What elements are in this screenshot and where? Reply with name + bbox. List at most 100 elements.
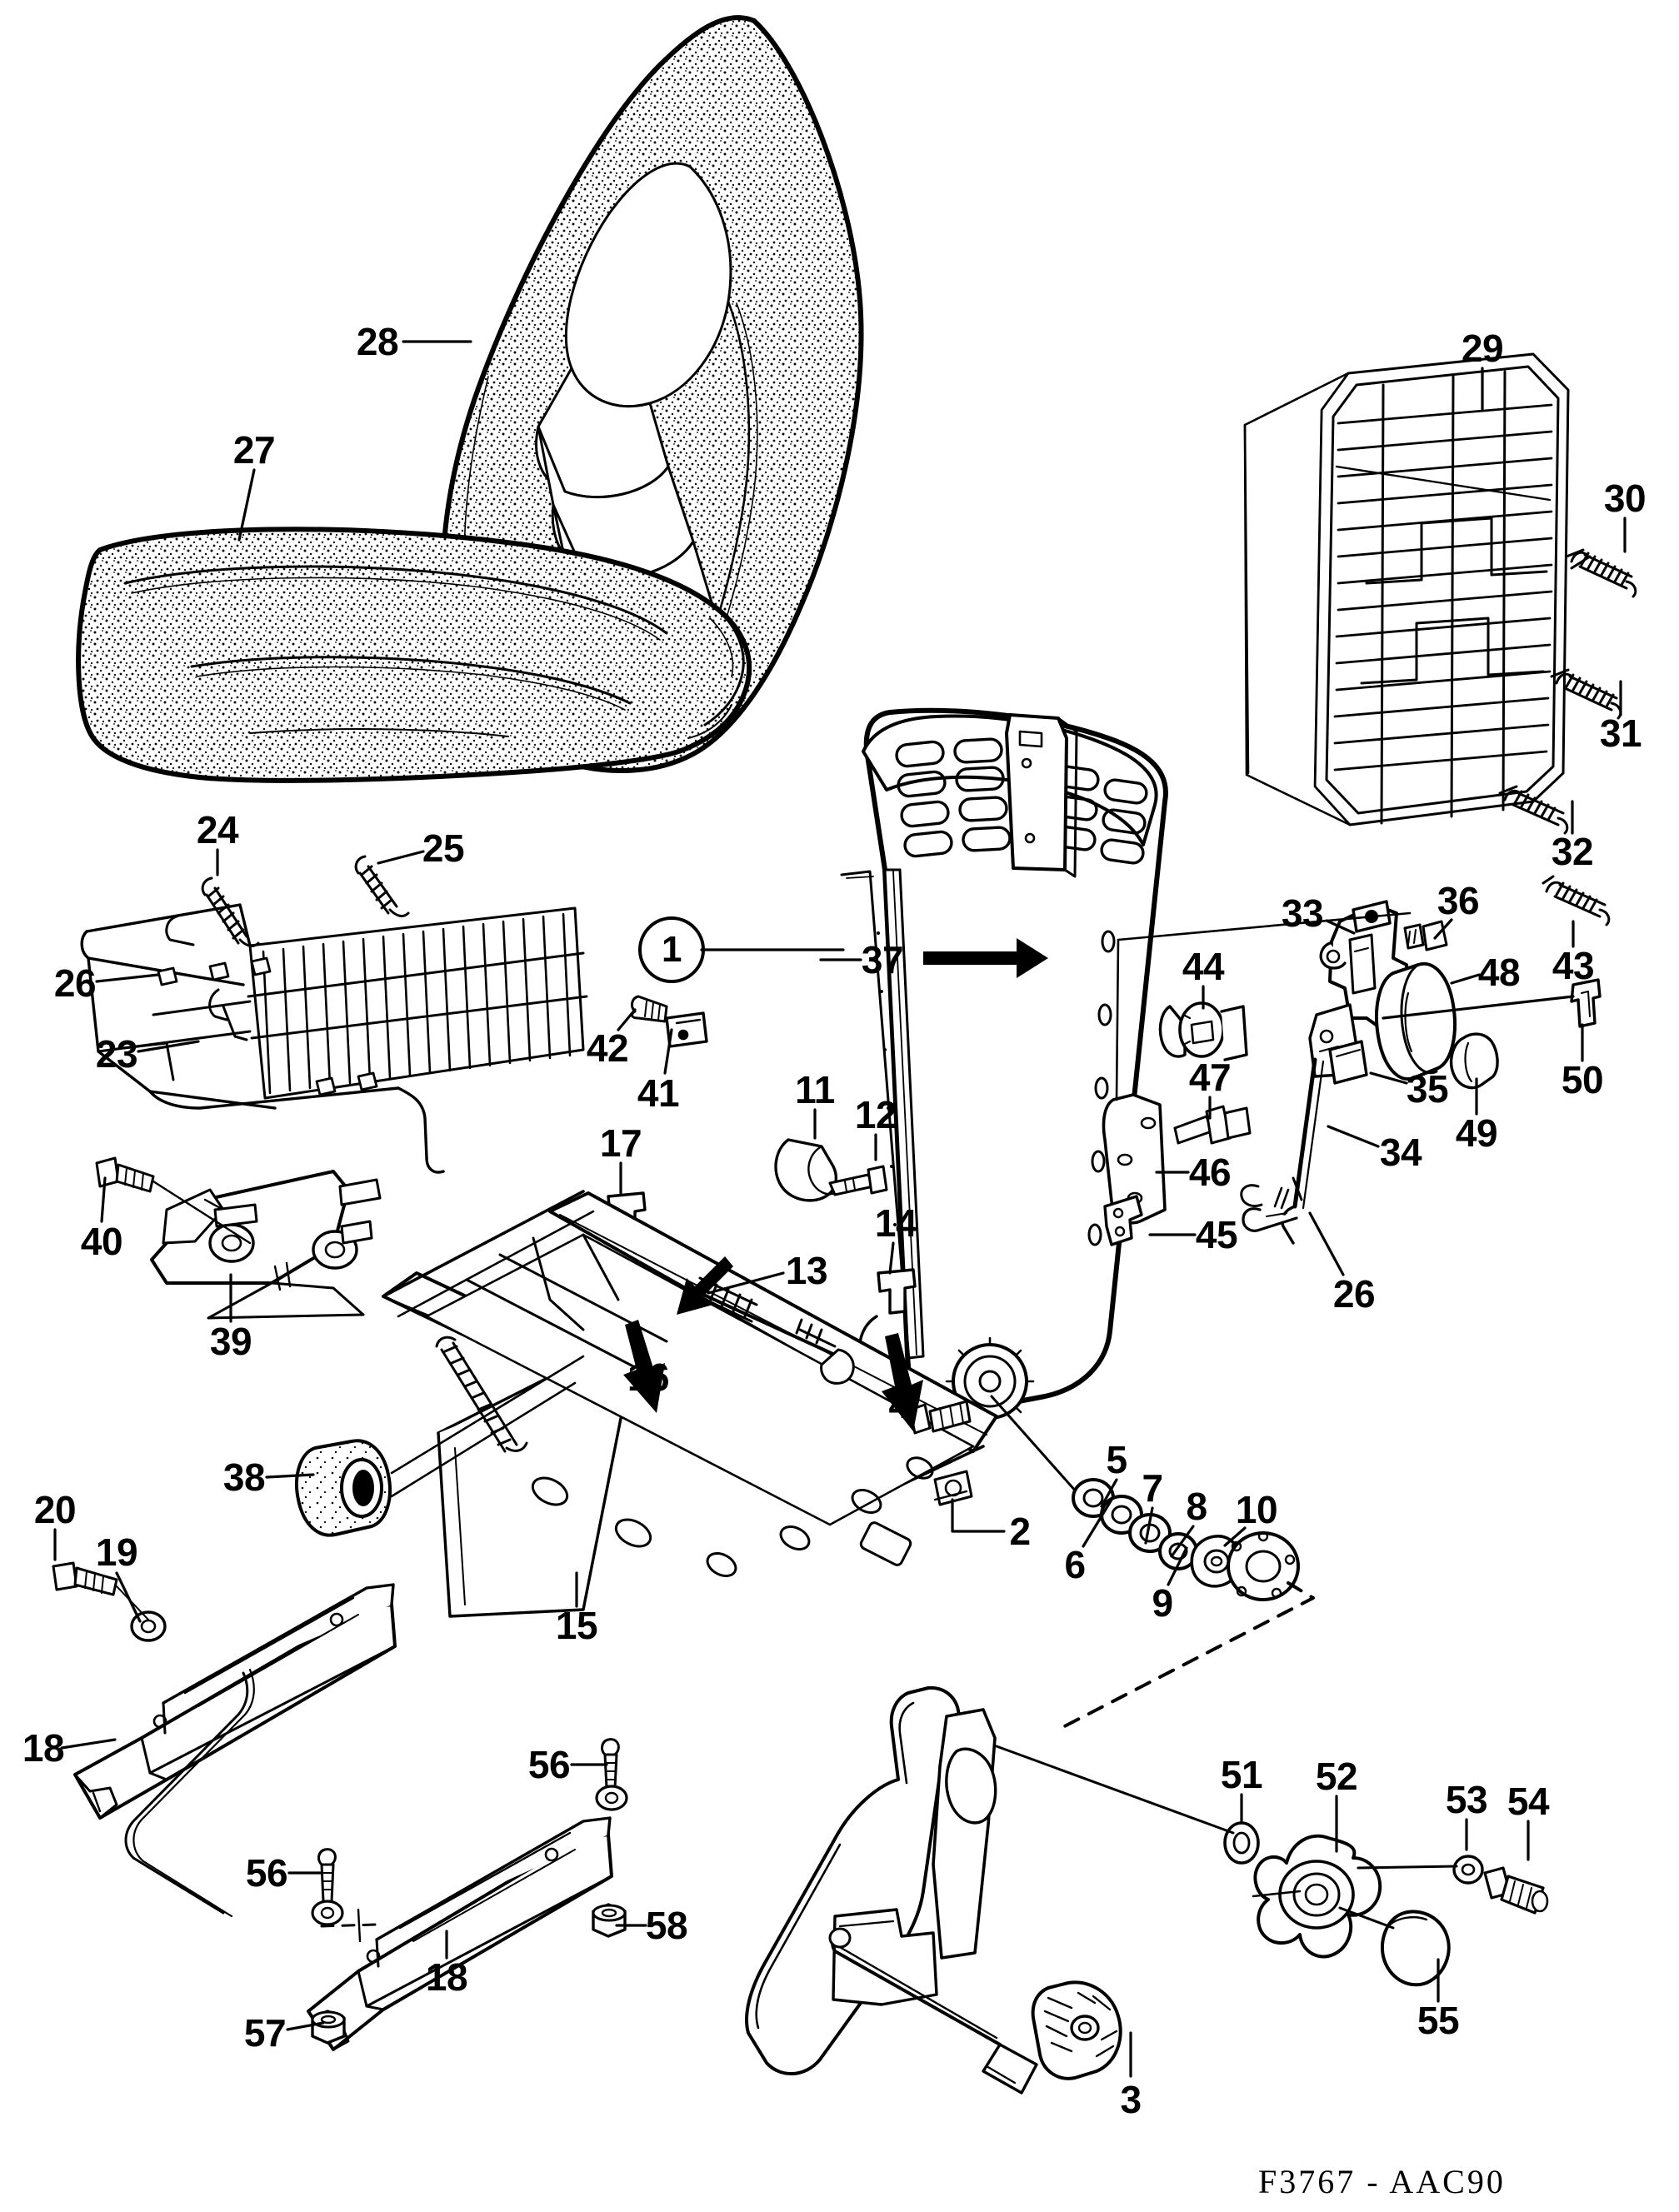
callout-12: 12 [854, 1093, 897, 1136]
callout-3: 3 [1120, 2078, 1142, 2121]
leader-6 [1082, 1498, 1113, 1548]
part-38-bush [295, 1439, 392, 1537]
callout-18: 18 [425, 1955, 468, 1999]
part-56-screw-lower [311, 1848, 344, 1926]
callout-18: 18 [22, 1726, 65, 1770]
part-32-tension-spring [1498, 785, 1569, 835]
callout-38: 38 [222, 1456, 266, 1499]
part-50-clip [1570, 978, 1602, 1028]
part-36-screw [1403, 920, 1448, 951]
callout-28: 28 [356, 320, 399, 363]
leader-34 [1327, 1125, 1380, 1148]
part-29-seat-back-spring-mat [1243, 352, 1570, 826]
leader-38 [265, 1473, 315, 1479]
part-52-recliner-knob [1252, 1834, 1382, 1959]
callout-10: 10 [1235, 1488, 1278, 1531]
callout-1: 1 [638, 916, 705, 983]
leader-13 [707, 1271, 785, 1295]
part-14-clip [877, 1268, 917, 1315]
part-53-washer [1357, 1855, 1484, 1885]
part-11-bush [774, 1138, 838, 1202]
callout-57: 57 [243, 2011, 287, 2055]
callout-47: 47 [1188, 1056, 1232, 1099]
part-34-operating-rod [1242, 1057, 1325, 1245]
callout-58: 58 [645, 1904, 688, 1947]
callout-7: 7 [1142, 1466, 1163, 1510]
callout-40: 40 [80, 1220, 123, 1263]
part-23-cushion-spring-frame [80, 903, 588, 1174]
callout-2: 2 [1009, 1510, 1031, 1553]
leader-35 [1369, 1071, 1408, 1085]
assembly-direction-arrows [623, 938, 1048, 1431]
callout-52: 52 [1315, 1755, 1358, 1798]
callout-5: 5 [1106, 1438, 1127, 1481]
leader-18 [60, 1738, 117, 1750]
leader-48 [1450, 973, 1481, 985]
leader-2 [951, 1498, 1006, 1533]
callout-25: 25 [422, 826, 465, 870]
callout-19: 19 [95, 1530, 138, 1574]
part-42-screw [631, 995, 668, 1023]
callout-36: 36 [1437, 879, 1480, 922]
part-49-cap [1449, 1032, 1499, 1090]
part-27-seat-cushion-pad [76, 527, 752, 783]
callout-27: 27 [232, 428, 276, 472]
leader-36 [1433, 918, 1453, 940]
callout-leaders [53, 340, 1627, 2078]
callout-29: 29 [1461, 327, 1504, 370]
callout-34: 34 [1379, 1131, 1422, 1174]
part-48-handle-cover [1375, 961, 1457, 1081]
leader-9 [1167, 1546, 1188, 1586]
callout-56: 56 [527, 1743, 571, 1786]
part-12-bolt [828, 1165, 888, 1196]
part-35-block [1328, 1040, 1368, 1085]
part-25-cushion-spring [354, 855, 410, 917]
callout-23: 23 [95, 1032, 138, 1076]
callout-26: 26 [1332, 1272, 1376, 1316]
part-44-bush-clip [1158, 1001, 1248, 1061]
leader-33 [1325, 919, 1356, 935]
callout-15: 15 [555, 1604, 598, 1647]
callout-42: 42 [586, 1026, 629, 1070]
part-41-bracket [665, 1011, 708, 1048]
callout-45: 45 [1195, 1213, 1238, 1256]
callout-13: 13 [785, 1249, 828, 1292]
washer-stack-5-10 [990, 1395, 1315, 1733]
callout-55: 55 [1417, 1999, 1460, 2042]
callout-17: 17 [599, 1121, 642, 1165]
callout-32: 32 [1551, 830, 1594, 873]
leader-14 [888, 1241, 895, 1275]
leader-57 [286, 2021, 325, 2031]
callout-4: 4 [888, 1383, 910, 1426]
callout-11: 11 [795, 1068, 835, 1111]
part-54-screw [1483, 1866, 1549, 1915]
leader-27 [237, 468, 256, 542]
part-39-control-bracket [150, 1170, 382, 1320]
callout-26: 26 [53, 961, 97, 1005]
part-30-tension-spring [1565, 548, 1637, 598]
callout-48: 48 [1477, 951, 1521, 994]
leader-7 [1144, 1506, 1154, 1545]
part-26b-clip [1240, 1176, 1303, 1208]
callout-43: 43 [1552, 944, 1595, 987]
callout-41: 41 [637, 1071, 680, 1115]
part-3-recliner-handle-assembly [745, 1685, 1122, 2095]
document-reference: F3767 - AAC90 [1258, 2163, 1506, 2200]
callout-44: 44 [1182, 945, 1225, 988]
leader-10 [1223, 1526, 1247, 1547]
part-18-slide-rail-lower [307, 1816, 613, 2051]
callout-39: 39 [209, 1320, 252, 1363]
callout-6: 6 [1064, 1543, 1086, 1586]
callout-33: 33 [1281, 891, 1324, 935]
part-40-bolt [95, 1156, 252, 1245]
callout-24: 24 [196, 808, 239, 851]
leader-23 [137, 1040, 200, 1053]
leader-41 [663, 1028, 673, 1075]
callout-53: 53 [1445, 1778, 1488, 1821]
callout-50: 50 [1561, 1058, 1604, 1101]
leader-42 [617, 1008, 637, 1031]
leader-26 [1308, 1211, 1345, 1276]
part-45-striker [1103, 1195, 1143, 1246]
